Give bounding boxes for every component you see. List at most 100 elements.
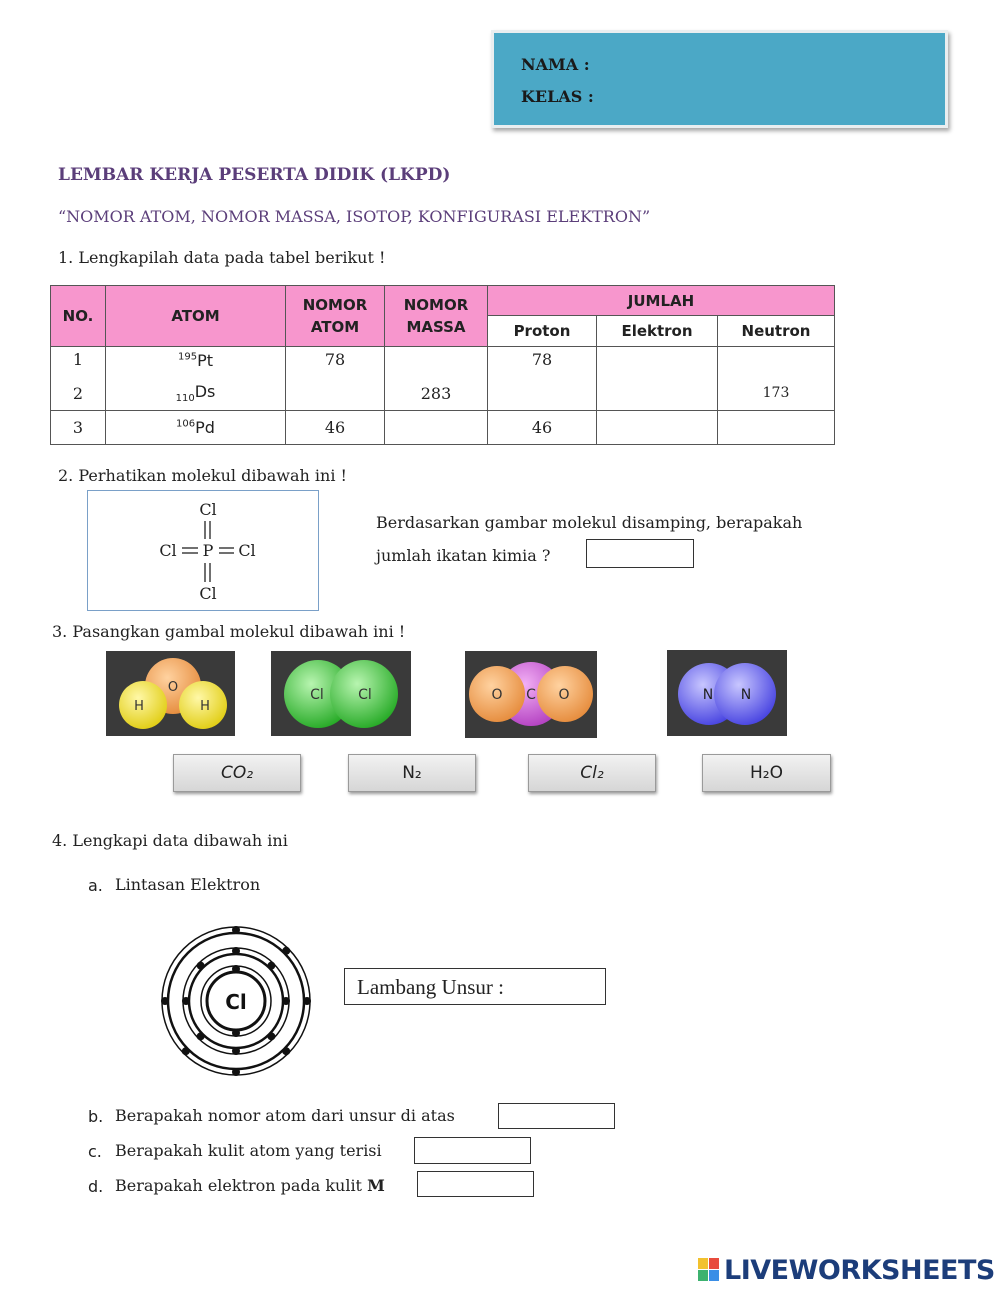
atom-label-left: Cl <box>159 541 176 560</box>
atom-cell: 110Ds <box>105 376 286 411</box>
header-no: NO. <box>50 285 106 347</box>
question-4: 4. Lengkapi data dibawah ini <box>52 831 288 850</box>
item-d-text: Berapakah elektron pada kulit M <box>115 1176 385 1195</box>
elektron-cell[interactable] <box>596 376 718 411</box>
atom-c: C <box>526 687 536 703</box>
proton-cell[interactable] <box>487 376 597 411</box>
nomor-atom-answer-input[interactable] <box>498 1103 615 1129</box>
nomor-massa-cell[interactable] <box>384 346 488 377</box>
question-1: 1. Lengkapilah data pada tabel berikut ! <box>58 248 386 267</box>
atom-n: N <box>741 687 751 703</box>
atom-cell: 106Pd <box>105 410 286 445</box>
electron-dot <box>282 997 290 1005</box>
atom-label-center: P <box>203 541 214 560</box>
proton-cell[interactable]: 46 <box>487 410 597 445</box>
proton-cell[interactable]: 78 <box>487 346 597 377</box>
nomor-massa-cell[interactable] <box>384 410 488 445</box>
logo-block <box>698 1270 708 1281</box>
elektron-kulit-m-answer-input[interactable] <box>417 1171 534 1197</box>
nama-label: NAMA : <box>521 55 590 74</box>
electron-shell-diagram: Cl <box>155 923 315 1079</box>
electron-dot <box>161 997 169 1005</box>
electron-dot <box>196 961 205 970</box>
nomor-atom-cell[interactable] <box>285 376 385 411</box>
kulit-terisi-answer-input[interactable] <box>414 1137 531 1164</box>
atom-h: H <box>200 699 210 714</box>
item-b-text: Berapakah nomor atom dari unsur di atas <box>115 1106 455 1125</box>
cl2-molecule-image[interactable]: Cl Cl <box>271 651 411 736</box>
student-info-box: NAMA : KELAS : <box>491 30 948 128</box>
kelas-label: KELAS : <box>521 87 594 106</box>
table-row: 1 195Pt 78 78 <box>50 346 835 377</box>
electron-dot <box>181 1047 190 1056</box>
liveworksheets-logo-text: LIVEWORKSHEETS <box>724 1255 995 1286</box>
atom-o: O <box>168 680 178 695</box>
electron-dot <box>232 926 240 934</box>
n2-molecule-image[interactable]: N N <box>667 650 787 736</box>
h2o-molecule-image[interactable]: O H H <box>106 651 235 736</box>
header-jumlah: JUMLAH <box>487 285 835 316</box>
atom-cell: 195Pt <box>105 346 286 377</box>
item-c-text: Berapakah kulit atom yang terisi <box>115 1141 382 1160</box>
atom-label-right: Cl <box>238 541 255 560</box>
item-a-letter: a. <box>88 876 103 895</box>
liveworksheets-logo-icon <box>698 1258 720 1283</box>
row-no: 2 <box>50 376 106 411</box>
worksheet-subtitle: “NOMOR ATOM, NOMOR MASSA, ISOTOP, KONFIG… <box>58 207 651 226</box>
electron-dot <box>267 1032 276 1041</box>
nomor-atom-cell[interactable]: 78 <box>285 346 385 377</box>
elektron-cell[interactable] <box>596 346 718 377</box>
header-elektron: Elektron <box>596 315 718 347</box>
electron-dot <box>232 1068 240 1076</box>
electron-dot <box>232 947 240 955</box>
atom-o: O <box>491 687 502 703</box>
electron-dot <box>232 1047 240 1055</box>
item-d-letter: d. <box>88 1177 104 1196</box>
electron-dot <box>282 1047 291 1056</box>
row-no: 1 <box>50 346 106 377</box>
question-2-text-2: jumlah ikatan kimia ? <box>376 546 551 565</box>
lambang-unsur-input[interactable]: Lambang Unsur : <box>344 968 606 1005</box>
molecule-frame: Cl Cl P Cl Cl <box>87 490 319 611</box>
neutron-cell[interactable]: 173 <box>717 376 835 411</box>
bohr-model: Cl <box>161 926 311 1076</box>
co2-button[interactable]: CO₂ <box>173 754 301 792</box>
neutron-cell[interactable] <box>717 346 835 377</box>
logo-block <box>709 1270 719 1281</box>
item-a-text: Lintasan Elektron <box>115 875 261 894</box>
question-3: 3. Pasangkan gambal molekul dibawah ini … <box>52 622 406 641</box>
header-atom: ATOM <box>105 285 286 347</box>
n2-button[interactable]: N₂ <box>348 754 476 792</box>
electron-dot <box>303 997 311 1005</box>
nucleus-label: Cl <box>225 990 247 1014</box>
item-c-letter: c. <box>88 1142 102 1161</box>
co2-molecule-image[interactable]: O C O <box>465 651 597 738</box>
logo-block <box>698 1258 708 1269</box>
table-row: 3 106Pd 46 46 <box>50 410 835 445</box>
neutron-cell[interactable] <box>717 410 835 445</box>
electron-dot <box>267 961 276 970</box>
nomor-massa-cell[interactable]: 283 <box>384 376 488 411</box>
item-b-letter: b. <box>88 1107 104 1126</box>
atom-cl: Cl <box>310 687 324 703</box>
cl2-button[interactable]: Cl₂ <box>528 754 656 792</box>
h2o-button[interactable]: H₂O <box>702 754 831 792</box>
atom-n: N <box>703 687 713 703</box>
atom-label-bottom: Cl <box>199 584 216 603</box>
electron-dot <box>182 997 190 1005</box>
atom-h: H <box>134 699 144 714</box>
question-2: 2. Perhatikan molekul dibawah ini ! <box>58 466 347 485</box>
elektron-cell[interactable] <box>596 410 718 445</box>
question-2-text-1: Berdasarkan gambar molekul disamping, be… <box>376 513 803 532</box>
bond-count-answer-input[interactable] <box>586 539 694 568</box>
electron-dot <box>232 1029 240 1037</box>
row-no: 3 <box>50 410 106 445</box>
header-neutron: Neutron <box>717 315 835 347</box>
nomor-atom-cell[interactable]: 46 <box>285 410 385 445</box>
logo-block <box>709 1258 719 1269</box>
worksheet-title: LEMBAR KERJA PESERTA DIDIK (LKPD) <box>58 165 451 185</box>
atom-label-top: Cl <box>199 500 216 519</box>
